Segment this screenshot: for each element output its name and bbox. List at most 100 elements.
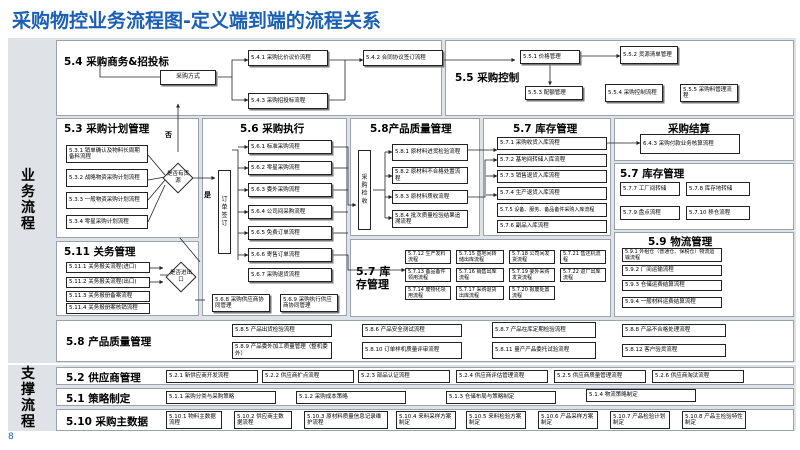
box-5-2-4: 5.2.4 供应商评估管理流程 — [456, 370, 548, 383]
box-5-3-1: 5.3.1 销单确认及物料长周期备料流程 — [66, 145, 148, 163]
box-5-7-9: 5.7.9 盘点流程 — [620, 206, 680, 220]
panel-settlement-title: 采购结算 — [668, 123, 710, 135]
box-5-1-2: 5.1.2 采购成本策略 — [296, 391, 406, 404]
box-5-10-6: 5.10.6 产品采样方案制定 — [538, 411, 598, 429]
box-5-7-4: 5.7.4 生产退货入库流程 — [497, 187, 607, 200]
label-no: 否 — [165, 131, 172, 139]
box-5-8-5: 5.8.5 产品出货检验流程 — [232, 324, 332, 337]
box-5-6-2: 5.6.2 零星采购流程 — [248, 161, 332, 175]
box-5-11-1: 5.11.1 关务报关流程(进口) — [66, 262, 150, 273]
box-5-8-9: 5.8.9 产品委外加工质量管理（整机委外） — [232, 342, 332, 359]
panel-5-1-title: 5.1 策略制定 — [66, 393, 131, 405]
box-5-4-1: 5.4.1 采购比价议价流程 — [248, 50, 328, 66]
box-5-7-19: 5.7.19 委外采购发货流程 — [509, 268, 555, 282]
box-5-3-2: 5.3.2 战略物资采购计划流程 — [66, 169, 148, 187]
panel-5-7-upper-title: 5.7 库存管理 — [513, 123, 578, 135]
box-5-8-6: 5.8.6 产品安全测试流程 — [362, 324, 462, 337]
box-5-7-10: 5.7.10 移仓流程 — [686, 206, 750, 220]
box-5-9-4: 5.9.4 一般材料运费结算流程 — [622, 297, 722, 308]
box-5-7-20: 5.7.20 报废处置流程 — [509, 286, 555, 300]
box-5-7-15: 5.7.15 基地间转储出库流程 — [456, 250, 504, 264]
box-5-6-7: 5.6.7 采购退货流程 — [248, 268, 332, 282]
box-5-1-3: 5.1.3 仓储布局与策略制定 — [446, 391, 556, 404]
box-5-7-16: 5.7.16 销售出库流程 — [456, 268, 504, 282]
box-5-4-2: 5.4.2 合同协议签订流程 — [363, 50, 443, 66]
support-process-label: 支撑流程 — [21, 366, 35, 430]
box-5-10-4: 5.10.4 来料采样方案制定 — [396, 411, 456, 429]
box-5-6-4: 5.6.4 公司间采购流程 — [248, 205, 332, 219]
box-5-8-4: 5.8.4 批次质量检验结果追溯流程 — [392, 210, 468, 228]
panel-5-10-title: 5.10 采购主数据 — [66, 416, 149, 428]
box-5-7-5: 5.7.5 设备、服务、备品备件采购入库流程 — [497, 203, 607, 217]
panel-5-7-right-title: 5.7 库存管理 — [620, 168, 685, 180]
box-5-9-2: 5.9.2 厂间运输流程 — [622, 265, 722, 276]
box-5-10-3: 5.10.3 原材料质量信息记录维护流程 — [304, 411, 388, 429]
box-5-9-1: 5.9.1 外租仓（普通仓、保税仓）物流运输流程 — [622, 248, 722, 262]
box-5-11-3: 5.11.3 关务报册备案流程 — [66, 291, 150, 302]
box-5-6-9: 5.6.9 采购执行供应商协同管理 — [280, 294, 338, 312]
box-5-7-14: 5.7.14 废物化领用流程 — [405, 286, 451, 300]
panel-5-4-title: 5.4 采购商务&招投标 — [64, 56, 169, 68]
box-5-1-1: 5.1.1 采购分类与采购策略 — [166, 391, 276, 404]
panel-5-9-title: 5.9 物流管理 — [648, 236, 713, 248]
page-number: 8 — [8, 432, 14, 442]
box-5-7-7: 5.7.7 工厂间转储 — [620, 182, 680, 196]
box-5-2-2: 5.2.2 供应商扩点流程 — [262, 370, 354, 383]
box-5-7-12: 5.7.12 生产发料流程 — [405, 250, 451, 264]
panel-5-5 — [445, 40, 794, 116]
box-5-4-3: 5.4.3 采购招投标流程 — [248, 93, 328, 109]
box-5-8-8: 5.8.8 产品不合格处理流程 — [622, 324, 726, 337]
box-5-3-4: 5.3.4 零星采购计划流程 — [66, 215, 148, 229]
box-5-8-7: 5.8.7 产品在库定期检验流程 — [492, 322, 596, 338]
panel-5-8-upper-title: 5.8产品质量管理 — [370, 123, 452, 135]
panel-5-11-title: 5.11 关务管理 — [64, 246, 136, 258]
box-5-10-7: 5.10.7 产品检验计划制定 — [610, 411, 670, 429]
box-5-8-1: 5.8.1 原材料进货检验流程 — [392, 144, 468, 161]
box-5-7-13: 5.7.13 备品备件领用流程 — [405, 268, 451, 282]
inspection-box: 采购检收 — [358, 150, 371, 230]
box-5-5-4: 5.5.4 采购控制流程 — [605, 84, 663, 102]
box-5-10-8: 5.10.8 产品主检验特性制定 — [682, 411, 746, 429]
order-signing-box: 订单签订 — [218, 170, 231, 254]
box-5-7-1: 5.7.1 采购收货入库流程 — [497, 137, 607, 150]
box-5-7-21: 5.7.21 售还机流程 — [560, 250, 606, 264]
box-5-6-3: 5.6.3 委外采购流程 — [248, 183, 332, 197]
box-5-5-2: 5.5.2 货源清单管理 — [620, 46, 678, 64]
panel-5-8-lower-title: 5.8 产品质量管理 — [66, 336, 152, 348]
box-5-2-3: 5.2.3 部品认证流程 — [358, 370, 450, 383]
box-5-11-2: 5.11.2 关务报关流程(出口) — [66, 277, 150, 288]
decision-has-source-label: 是否有货源 — [166, 171, 189, 184]
box-5-7-22: 5.7.22 返厂出库流程 — [560, 268, 606, 282]
box-5-2-6: 5.2.6 供应商淘汰流程 — [652, 370, 744, 383]
panel-5-3-title: 5.3 采购计划管理 — [64, 123, 150, 135]
box-5-7-8: 5.7.8 库存地转储 — [686, 182, 750, 196]
box-5-6-8: 5.6.8 采购供应商协同管理 — [212, 294, 270, 312]
box-5-2-1: 5.2.1 新供应商开发流程 — [166, 370, 258, 383]
box-5-7-17: 5.7.17 采购退货出库流程 — [456, 286, 504, 300]
panel-5-7-lower-title: 5.7 库存管理 — [356, 265, 391, 291]
box-5-9-3: 5.9.3 仓储运费结算流程 — [622, 280, 722, 291]
page-title: 采购物控业务流程图-定义端到端的流程关系 — [12, 10, 381, 32]
label-yes: 是 — [204, 191, 211, 199]
box-6-4-3: 6.4.3 采购付款业务核算流程 — [640, 134, 740, 154]
panel-5-2-title: 5.2 供应商管理 — [66, 372, 141, 384]
box-5-11-4: 5.11.4 关务报册案核销流程 — [66, 303, 150, 314]
box-5-1-4: 5.1.4 物流策略制定 — [586, 389, 696, 402]
decision-import-export-label: 是否进出口 — [169, 270, 192, 283]
box-5-7-2: 5.7.2 基地间转储入库流程 — [497, 154, 607, 167]
box-5-10-1: 5.10.1 物料主数据流程 — [166, 411, 222, 429]
box-5-7-3: 5.7.3 销售退货入库流程 — [497, 170, 607, 183]
box-5-7-6: 5.7.6 副品入库流程 — [497, 220, 607, 233]
box-5-6-5: 5.6.5 免费订单流程 — [248, 226, 332, 240]
box-5-8-12: 5.8.12 客户验货流程 — [622, 344, 726, 357]
panel-5-5-title: 5.5 采购控制 — [455, 72, 520, 84]
box-5-6-1: 5.6.1 标准采购流程 — [248, 140, 332, 154]
box-5-3-3: 5.3.3 一般物资采购计划流程 — [66, 192, 148, 209]
box-5-10-5: 5.10.5 来料检验方案制定 — [466, 411, 526, 429]
box-5-5-3: 5.5.3 配额管理 — [525, 86, 583, 100]
box-5-8-11: 5.8.11 量产产品委托试验流程 — [492, 342, 596, 359]
panel-5-6-title: 5.6 采购执行 — [240, 123, 305, 135]
box-5-8-2: 5.8.2 原材料不合格处置流程 — [392, 167, 468, 184]
box-5-8-10: 5.8.10 订单样机质量评审流程 — [362, 342, 462, 359]
procurement-method-box: 采购方式 — [160, 70, 216, 85]
